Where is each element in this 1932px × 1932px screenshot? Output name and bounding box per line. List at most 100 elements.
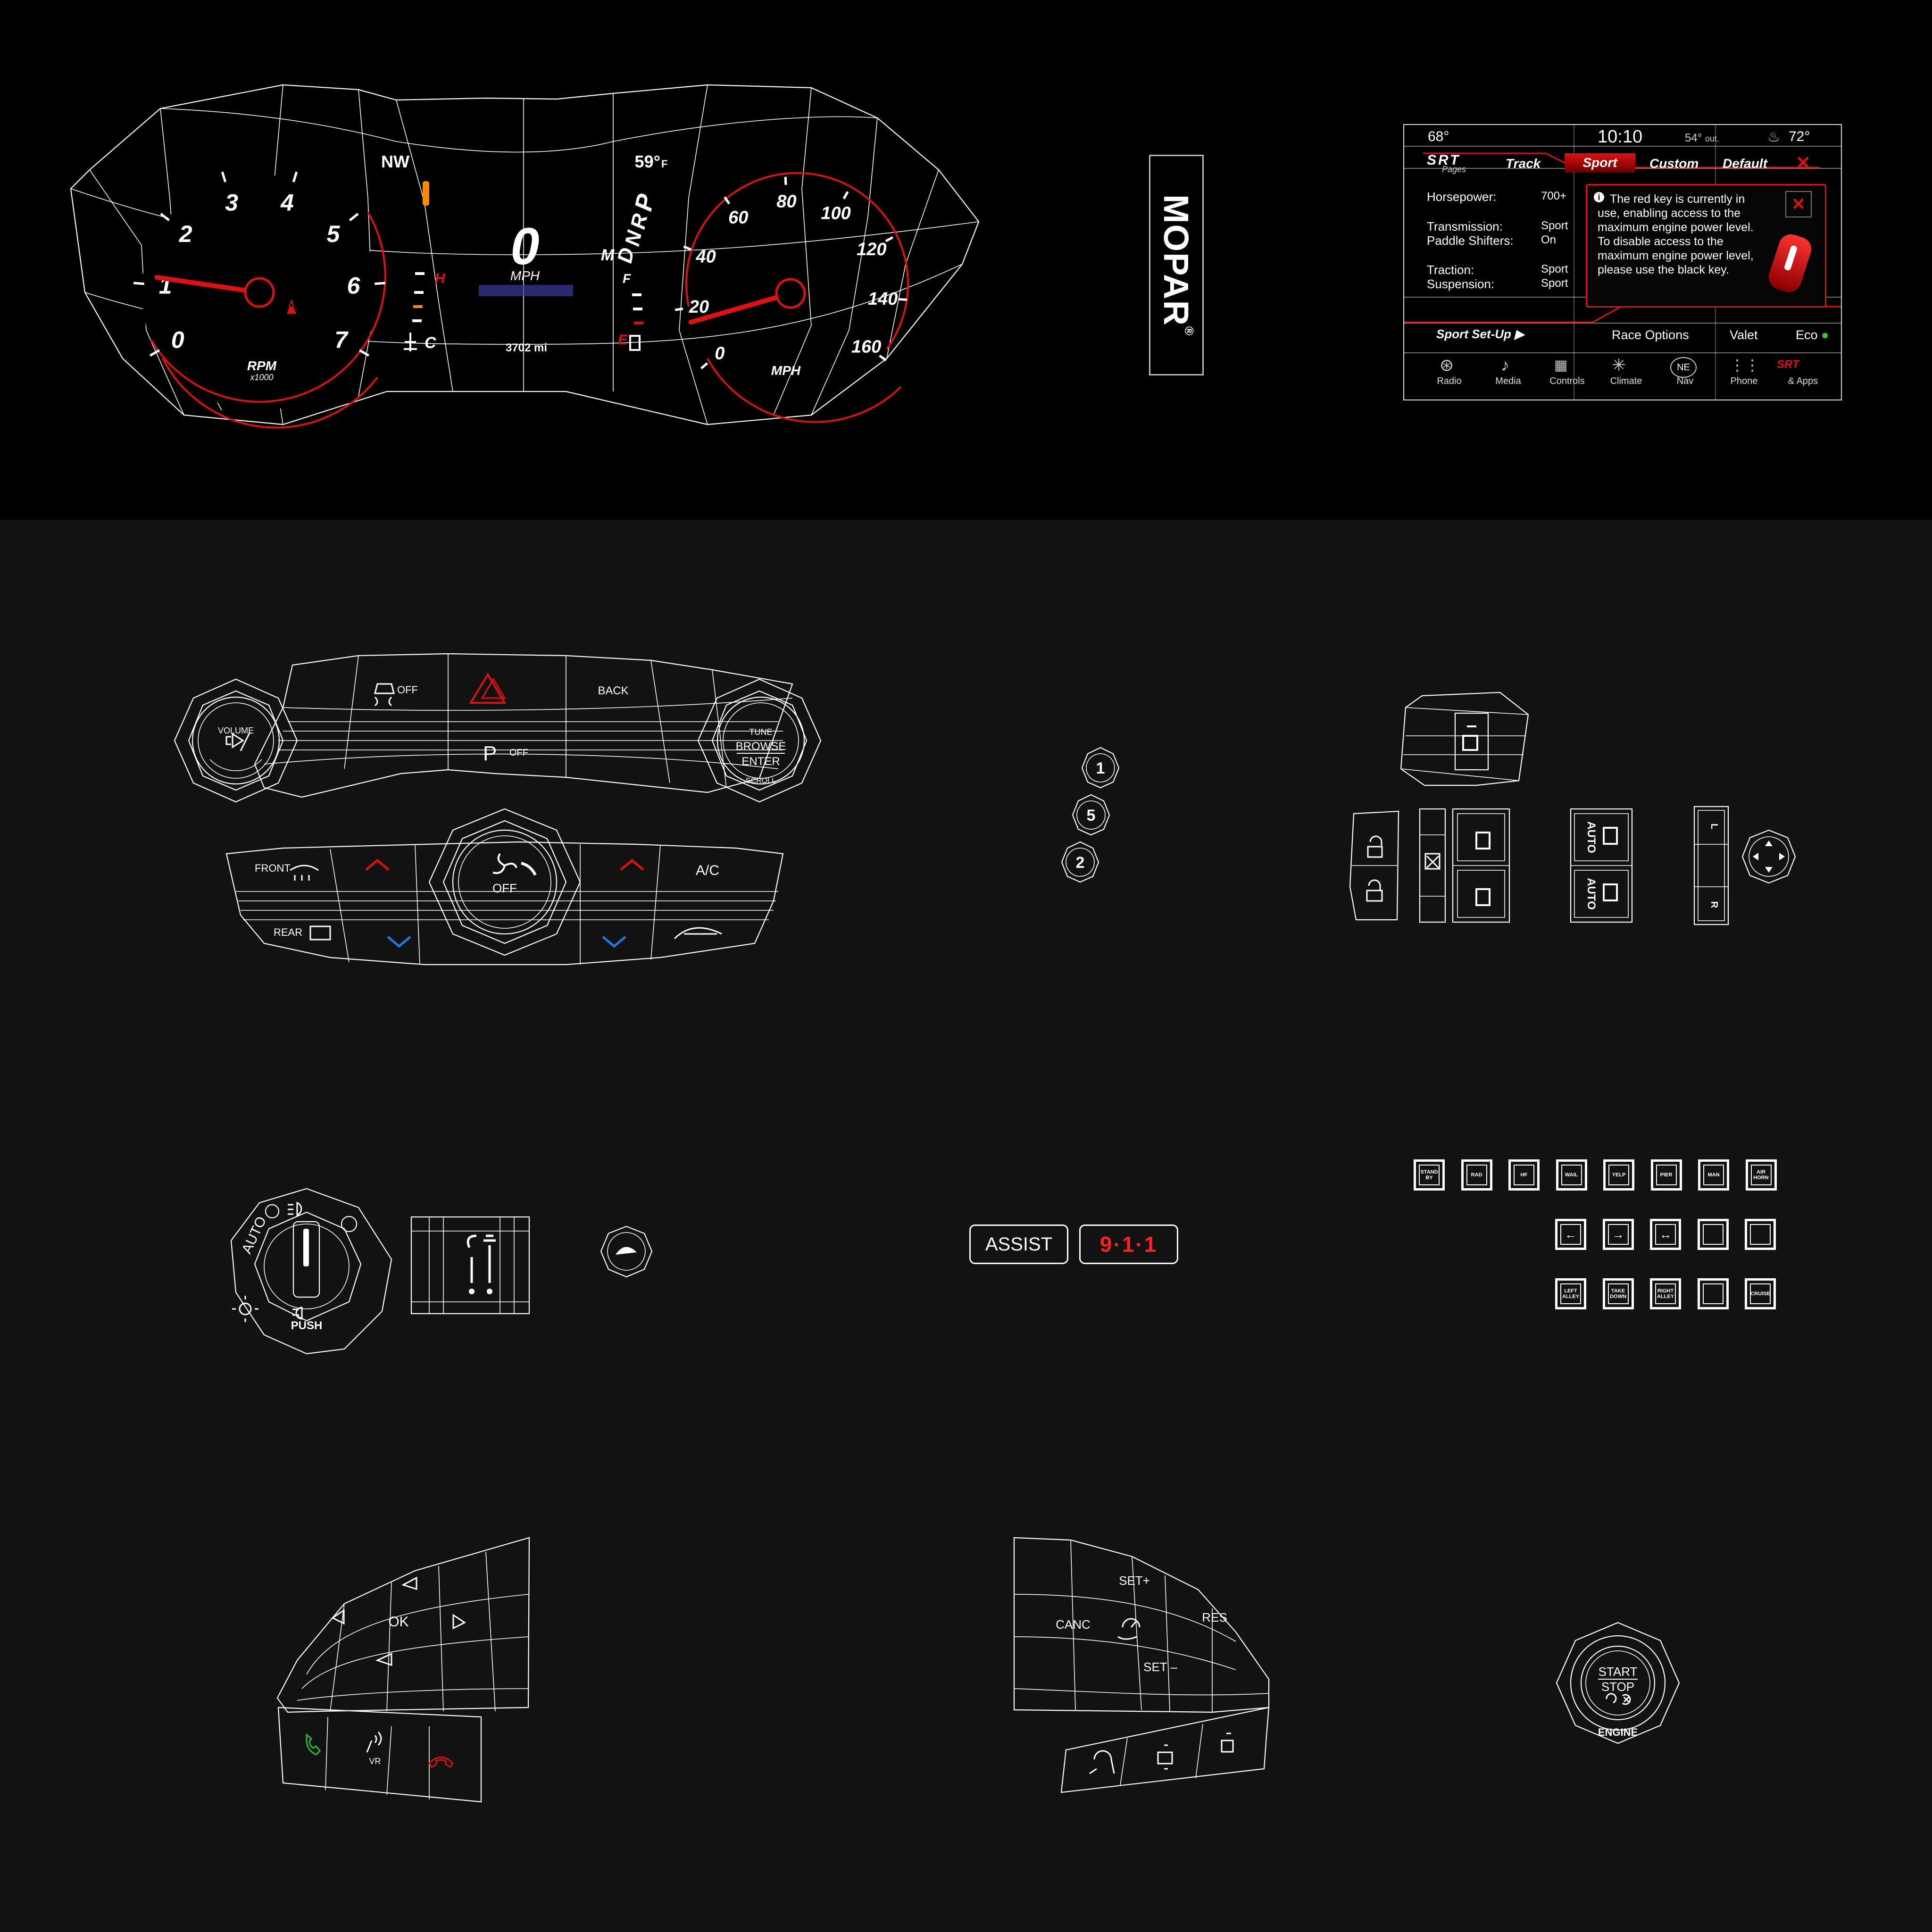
trunk-release-button[interactable] (600, 1225, 653, 1278)
set-minus-button[interactable]: SET – (1143, 1660, 1177, 1674)
siren-button[interactable]: RAD (1461, 1159, 1492, 1191)
siren-button[interactable]: HF (1508, 1159, 1540, 1191)
road-graphic (479, 285, 573, 296)
phone-answer-button[interactable] (306, 1733, 321, 1756)
nav-media[interactable]: Media (1495, 376, 1521, 386)
nav-nav[interactable]: Nav (1676, 376, 1694, 386)
setting-traction-value[interactable]: Sport (1541, 263, 1568, 275)
nav-phone-icon[interactable]: ⋮⋮ (1730, 357, 1760, 374)
mirror-adjust-pad[interactable] (1741, 829, 1796, 884)
recirculation-button[interactable] (674, 927, 722, 940)
popup-close-button[interactable]: ✕ (1785, 191, 1812, 217)
setting-transmission-value[interactable]: Sport (1541, 219, 1568, 232)
siren-button-frame (1750, 1283, 1771, 1304)
nav-controls[interactable]: Controls (1549, 376, 1585, 386)
nav-climate-icon[interactable]: ✳ (1612, 355, 1626, 375)
siren-button[interactable]: WAIL (1556, 1159, 1587, 1191)
engine-start-button[interactable] (1580, 1645, 1656, 1721)
tab-custom[interactable]: Custom (1649, 156, 1699, 171)
lane-keep-icon[interactable] (1089, 1750, 1115, 1774)
esc-off-button[interactable]: OFF (374, 683, 418, 707)
siren-button[interactable]: AIR HORN (1745, 1159, 1777, 1191)
memory-button-5[interactable]: 5 (1072, 794, 1110, 836)
distance-setting-icon[interactable] (1157, 1744, 1173, 1770)
sport-setup-button[interactable]: Sport Set-Up ▶ (1436, 327, 1524, 341)
steer-right-button[interactable] (452, 1614, 466, 1630)
siren-button[interactable]: ← (1555, 1219, 1586, 1250)
ac-button[interactable]: A/C (696, 863, 719, 878)
nav-radio[interactable]: Radio (1437, 376, 1462, 386)
park-assist-off-button[interactable]: P OFF (483, 742, 528, 765)
fan-knob[interactable]: OFF (428, 808, 581, 956)
window-switch-top[interactable] (1400, 691, 1529, 786)
cruise-control-icon[interactable] (1117, 1618, 1141, 1640)
memory-button-1[interactable]: 1 (1081, 747, 1120, 789)
passenger-temp-down-button[interactable] (602, 936, 626, 948)
set-plus-button[interactable]: SET+ (1119, 1574, 1150, 1588)
tune-browse-knob[interactable]: TUNE BROWSE ENTER SCROLL (697, 678, 822, 803)
resume-button[interactable]: RES (1202, 1610, 1227, 1624)
back-button[interactable]: BACK (598, 684, 628, 697)
nav-phone[interactable]: Phone (1730, 376, 1758, 386)
ok-button[interactable]: OK (388, 1614, 408, 1630)
siren-button[interactable]: ↔ (1650, 1219, 1681, 1250)
passenger-temp-up-button[interactable] (620, 858, 644, 871)
siren-button[interactable]: → (1602, 1219, 1634, 1250)
setting-suspension-value[interactable]: Sport (1541, 277, 1568, 290)
nav-radio-icon[interactable]: ⊛ (1440, 355, 1454, 375)
voice-command-button[interactable]: VR (366, 1732, 382, 1766)
memory-label-1: 1 (1096, 759, 1105, 777)
siren-button[interactable]: STAND BY (1414, 1159, 1445, 1191)
siren-button[interactable]: YELP (1603, 1159, 1634, 1191)
mirror-select-switch[interactable]: L R (1693, 806, 1729, 925)
tab-track[interactable]: Track (1506, 156, 1541, 171)
nav-controls-icon[interactable]: ▦ (1554, 358, 1568, 373)
siren-button[interactable]: LEFT ALLEY (1555, 1278, 1586, 1309)
nav-apps[interactable]: & Apps (1788, 376, 1818, 386)
cancel-button[interactable]: CANC (1056, 1617, 1091, 1632)
nav-media-icon[interactable]: ♪ (1501, 355, 1509, 375)
race-options-button[interactable]: Race Options (1612, 328, 1689, 342)
siren-button[interactable] (1697, 1278, 1729, 1309)
tab-sport[interactable]: Sport (1565, 153, 1635, 172)
rear-defrost-button[interactable]: REAR (274, 925, 331, 941)
dimmer-switch[interactable] (410, 1216, 530, 1315)
hazard-button[interactable] (469, 673, 507, 704)
eco-button[interactable]: Eco ● (1796, 328, 1829, 342)
close-pages-icon[interactable]: ✕ (1796, 153, 1811, 173)
tab-default[interactable]: Default (1723, 156, 1767, 171)
door-lock-switch[interactable] (1349, 810, 1399, 921)
nav-compass-icon[interactable]: NE (1670, 357, 1697, 378)
setting-paddle-value[interactable]: On (1541, 233, 1557, 246)
headlamp-switch[interactable]: AUTO PUSH (230, 1188, 392, 1355)
front-defrost-button[interactable]: FRONT (255, 862, 319, 881)
siren-button[interactable]: PIER (1650, 1159, 1682, 1191)
siren-button[interactable]: CRUISE (1745, 1278, 1776, 1309)
phone-hangup-button[interactable] (428, 1757, 454, 1768)
siren-button[interactable]: MAN (1698, 1159, 1729, 1191)
following-distance-icon[interactable] (1221, 1732, 1234, 1753)
assist-button[interactable]: ASSIST (969, 1224, 1068, 1264)
seat-heat-icon[interactable]: ♨ (1767, 129, 1780, 145)
nav-climate[interactable]: Climate (1610, 376, 1642, 386)
headlamp-knob[interactable] (292, 1221, 320, 1298)
window-lockout-switch[interactable] (1419, 808, 1446, 923)
siren-button[interactable] (1745, 1219, 1776, 1250)
steer-up-button[interactable] (401, 1576, 417, 1591)
memory-button-2[interactable]: 2 (1061, 841, 1099, 883)
driver-temp-down-button[interactable] (387, 936, 411, 948)
siren-button-label: LEFT ALLEY (1562, 1288, 1580, 1299)
nav-srt-apps-icon[interactable]: SRT (1777, 358, 1799, 371)
steer-down-button[interactable] (375, 1652, 392, 1666)
window-auto-switches[interactable]: AUTO AUTO (1570, 808, 1633, 923)
steer-left-button[interactable] (331, 1609, 345, 1625)
emergency-911-button[interactable]: 9·1·1 (1079, 1224, 1178, 1264)
siren-button[interactable]: TAKE DOWN (1602, 1278, 1634, 1309)
siren-button[interactable] (1697, 1219, 1729, 1250)
valet-button[interactable]: Valet (1730, 328, 1758, 342)
setting-horsepower-value[interactable]: 700+ (1541, 190, 1567, 202)
siren-button[interactable]: RIGHT ALLEY (1650, 1278, 1681, 1309)
window-switches-left[interactable] (1452, 808, 1510, 923)
volume-knob[interactable]: VOLUME (174, 678, 298, 803)
driver-temp-up-button[interactable] (365, 858, 390, 871)
